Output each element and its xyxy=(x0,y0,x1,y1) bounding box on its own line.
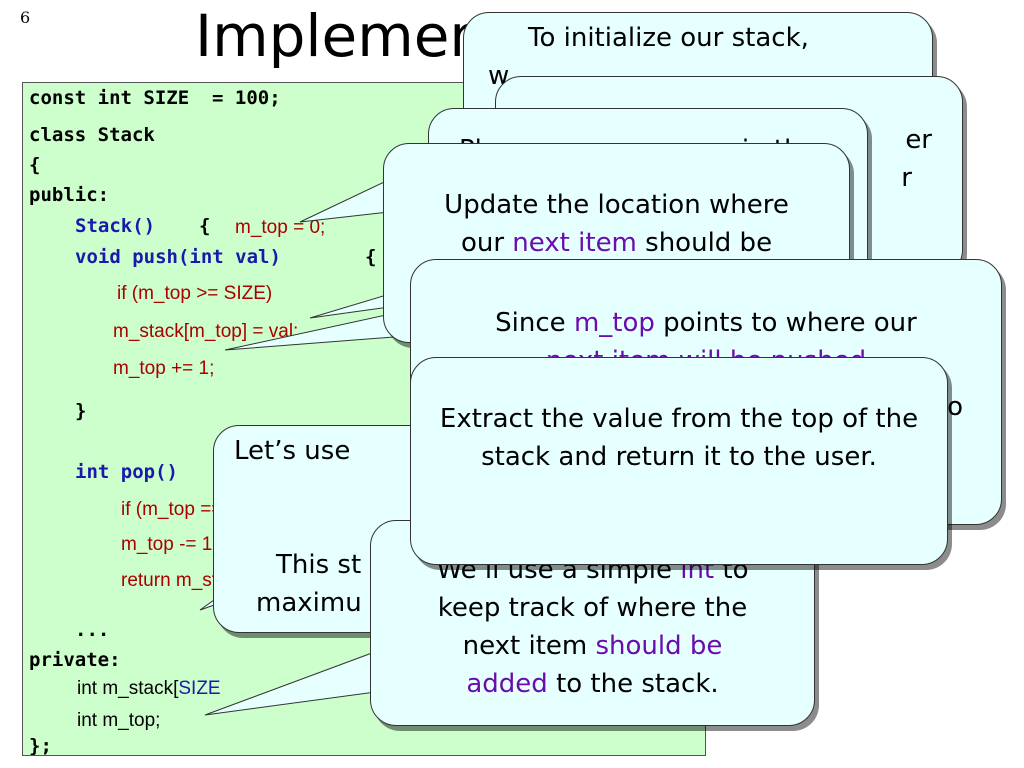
callout-since-b: m_top xyxy=(573,308,655,338)
callout-update-line1: Update the location where xyxy=(444,190,789,220)
callout-since-line3: o xyxy=(947,392,963,422)
code-push-line3: m_top += 1; xyxy=(113,358,215,379)
callout-simple-int-line3: next item should be xyxy=(385,627,800,665)
callout-update-c: next item xyxy=(512,228,637,258)
code-line-class: class Stack xyxy=(29,124,155,146)
code-ctor: Stack() xyxy=(75,215,156,237)
slide-title: Implemen xyxy=(195,2,487,70)
code-push-line2: m_stack[m_top] = val; xyxy=(113,321,299,342)
tail-int xyxy=(204,649,391,716)
slide-number: 6 xyxy=(20,8,31,27)
code-member-stack-a: int m_stack[ xyxy=(77,678,179,699)
code-push-close-brace: } xyxy=(75,400,87,422)
code-ellipsis: ... xyxy=(75,619,110,641)
callout-update-line2: our next item should be xyxy=(398,224,835,262)
code-line-end: }; xyxy=(29,735,52,756)
code-push-signature: void push(int val) xyxy=(75,246,281,268)
code-line-private: private: xyxy=(29,649,121,671)
code-push-brace: { xyxy=(365,246,377,268)
code-line-open-brace: { xyxy=(29,154,41,176)
code-member-stack-size: SIZE xyxy=(178,678,221,699)
callout-extract: Extract the value from the top of the st… xyxy=(410,357,948,565)
callout-lets-use-line3: maximu xyxy=(256,588,362,618)
callout-since-c: points to where our xyxy=(663,308,917,338)
code-line-size: const int SIZE = 100; xyxy=(29,87,281,109)
callout-simple-int-f: should be xyxy=(595,631,723,661)
code-member-top: int m_top; xyxy=(77,710,161,731)
callout-lets-use-line2: This st xyxy=(276,550,362,580)
code-pop-signature: int pop() xyxy=(75,461,178,483)
callout-simple-int-line4: added to the stack. xyxy=(385,665,800,703)
code-ctor-body: m_top = 0; xyxy=(235,217,326,238)
code-member-stack: int m_stack[SIZE xyxy=(77,678,221,700)
callout-back-er-line2: r xyxy=(901,163,912,193)
callout-extract-text: Extract the value from the top of the st… xyxy=(439,404,919,472)
callout-update-d: should be xyxy=(645,228,773,258)
callout-update-b: our xyxy=(460,228,505,258)
callout-back-er-line1: er xyxy=(905,125,932,155)
callout-simple-int-line2: keep track of where the xyxy=(437,593,748,623)
code-push-line1: if (m_top >= SIZE) xyxy=(117,283,273,304)
callout-since-a: Since xyxy=(495,308,566,338)
code-ctor-brace: { xyxy=(199,215,211,237)
callout-simple-int-h: to the stack. xyxy=(556,669,719,699)
code-line-public: public: xyxy=(29,184,110,206)
callout-lets-use-line1: Let’s use xyxy=(234,436,351,466)
callout-simple-int-e: next item xyxy=(462,631,588,661)
callout-since-line1: Since m_top points to where our xyxy=(425,304,987,342)
callout-simple-int-g: added xyxy=(466,669,548,699)
callout-initialize-line1: To initialize our stack, xyxy=(528,23,809,53)
